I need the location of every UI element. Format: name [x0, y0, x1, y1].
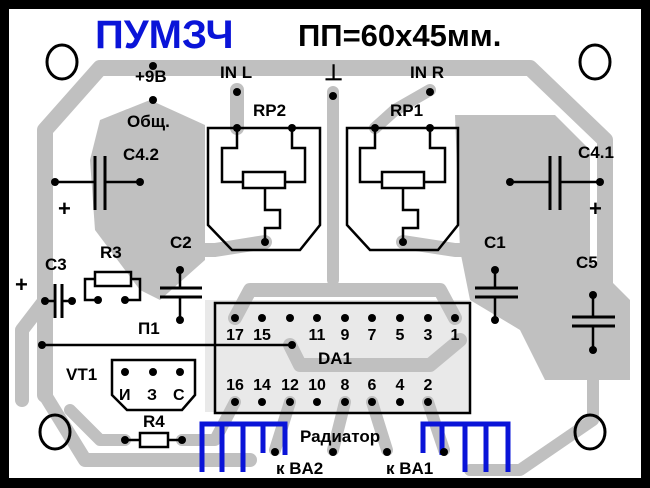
label-da1: DA1	[318, 349, 352, 368]
label-c5: C5	[576, 253, 598, 272]
label-ground: ⊥	[324, 60, 343, 85]
vt1-pin-source: И	[119, 387, 131, 404]
pad-ba1-a	[383, 448, 391, 456]
da1-pin-pad	[286, 398, 294, 406]
mounting-holes	[38, 43, 612, 451]
label-c4-2-plus: +	[58, 196, 71, 221]
label-c2: C2	[170, 233, 192, 252]
da1-pin-pad	[286, 314, 294, 322]
da1-pin-pad	[368, 398, 376, 406]
da1-bottom-pin-label: 2	[424, 377, 433, 394]
da1-top-pin-label: 15	[253, 327, 271, 344]
vt1-pin-drain: С	[173, 387, 185, 404]
potentiometer-rp2: RP2	[206, 101, 322, 252]
da1-top-pins: 17 15 11 9 7 5 3 1	[226, 314, 460, 344]
mount-hole-icon	[578, 43, 612, 81]
da1-bottom-pins: 16 14 12 10 8 6 4 2	[226, 377, 433, 406]
da1-pin-pad	[424, 314, 432, 322]
da1-pin-pad	[231, 398, 239, 406]
da1-pin-pad	[231, 314, 239, 322]
label-c4-1: C4.1	[578, 143, 614, 162]
mount-hole-icon	[45, 43, 79, 81]
label-common: Общ.	[127, 112, 170, 131]
pad-ground	[329, 92, 337, 100]
label-r4: R4	[143, 412, 165, 431]
resistor-r3: R3	[83, 243, 142, 304]
label-in-r: IN R	[410, 63, 444, 82]
da1-pin-pad	[451, 314, 459, 322]
da1-bottom-pin-label: 4	[396, 377, 405, 394]
da1-top-pin-label: 9	[341, 327, 350, 344]
da1-pin-pad	[396, 398, 404, 406]
da1-bottom-pin-label: 6	[368, 377, 377, 394]
da1-bottom-pin-label: 12	[281, 377, 299, 394]
da1-pin-pad	[313, 398, 321, 406]
ground-plane-left	[90, 100, 205, 300]
pad-in-l	[233, 88, 241, 96]
label-to-ba1: к BA1	[386, 459, 433, 478]
pad-ba1-b	[440, 448, 448, 456]
capacitor-c1: C1	[475, 233, 518, 324]
label-c4-1-plus: +	[589, 196, 602, 221]
transistor-vt1: VT1 И З С	[66, 358, 197, 412]
pad-common	[149, 96, 157, 104]
board-title: ПУМЗЧ	[95, 13, 234, 57]
da1-bottom-pin-label: 8	[341, 377, 350, 394]
capacitor-c2: C2	[160, 233, 202, 324]
da1-top-pin-label: 1	[451, 327, 460, 344]
mount-hole-icon	[38, 413, 72, 451]
da1-top-pin-label: 7	[368, 327, 377, 344]
capacitor-c3: C3 +	[15, 255, 76, 318]
label-r3: R3	[100, 243, 122, 262]
label-p1: П1	[138, 319, 160, 338]
da1-bottom-pin-label: 14	[253, 377, 271, 394]
copper-traces	[15, 60, 630, 476]
pad-9v	[149, 62, 157, 70]
da1-pin-pad	[313, 314, 321, 322]
label-vt1: VT1	[66, 365, 97, 384]
label-to-ba2: к BA2	[276, 459, 323, 478]
da1-pin-pad	[424, 398, 432, 406]
resistor-r4: R4	[121, 412, 186, 449]
da1-area	[205, 300, 470, 412]
da1-top-pin-label: 5	[396, 327, 405, 344]
label-c3-plus: +	[15, 272, 28, 297]
label-plus9v: +9В	[135, 67, 167, 86]
da1-top-pin-label: 11	[309, 327, 326, 344]
label-in-l: IN L	[220, 63, 252, 82]
da1-pin-pad	[341, 314, 349, 322]
chip-da1: DA1 17 15 11 9 7 5 3 1 16 14 12 10 8 6 4 2	[213, 301, 472, 415]
pad-ba2-b	[329, 448, 337, 456]
potentiometer-rp1: RP1	[345, 101, 460, 252]
capacitor-c5: C5	[572, 253, 615, 354]
capacitor-c4-1: C4.1 +	[506, 143, 614, 221]
pad-ba2-a	[271, 448, 279, 456]
da1-pin-pad	[341, 398, 349, 406]
da1-top-pin-label: 17	[226, 327, 244, 344]
label-rp1: RP1	[390, 101, 423, 120]
label-c1: C1	[484, 233, 506, 252]
jumper-p1: П1	[38, 319, 296, 349]
da1-pin-pad	[396, 314, 404, 322]
da1-bottom-pin-label: 10	[308, 377, 326, 394]
vt1-pin-gate: З	[147, 387, 157, 404]
label-c4-2: C4.2	[123, 145, 159, 164]
pad-in-r	[426, 88, 434, 96]
capacitor-c4-2: C4.2 +	[51, 145, 159, 221]
mount-hole-icon	[573, 413, 607, 451]
da1-pin-pad	[258, 314, 266, 322]
heatsink-left	[199, 421, 288, 472]
da1-bottom-pin-label: 16	[226, 377, 244, 394]
label-radiator: Радиатор	[300, 427, 380, 446]
da1-pin-pad	[368, 314, 376, 322]
heatsink-right	[420, 421, 511, 472]
label-rp2: RP2	[253, 101, 286, 120]
board-size-label: ПП=60x45мм.	[298, 18, 501, 53]
da1-top-pin-label: 3	[424, 327, 433, 344]
da1-pin-pad	[258, 398, 266, 406]
label-c3: C3	[45, 255, 67, 274]
